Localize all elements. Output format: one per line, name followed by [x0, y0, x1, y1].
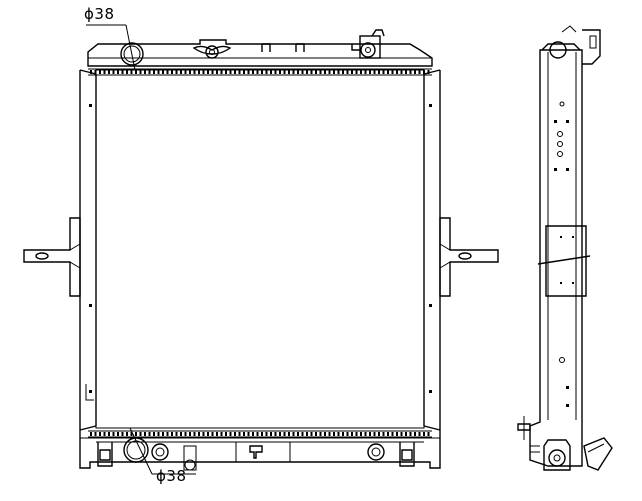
side-channel-left — [79, 69, 97, 431]
radiator-core — [95, 69, 425, 429]
mount-bracket-left — [23, 217, 81, 297]
front-view — [23, 24, 499, 475]
side-channel-right — [423, 69, 441, 431]
core-fin-strip-bottom — [88, 430, 432, 438]
mount-bracket-right — [439, 217, 499, 297]
dimension-label-bottom: ϕ38 — [156, 467, 187, 485]
bottom-tank — [79, 427, 441, 475]
top-tank — [86, 24, 433, 71]
core-fin-strip-top — [88, 68, 432, 76]
dimension-label-top: ϕ38 — [84, 5, 115, 23]
side-view — [517, 25, 613, 471]
